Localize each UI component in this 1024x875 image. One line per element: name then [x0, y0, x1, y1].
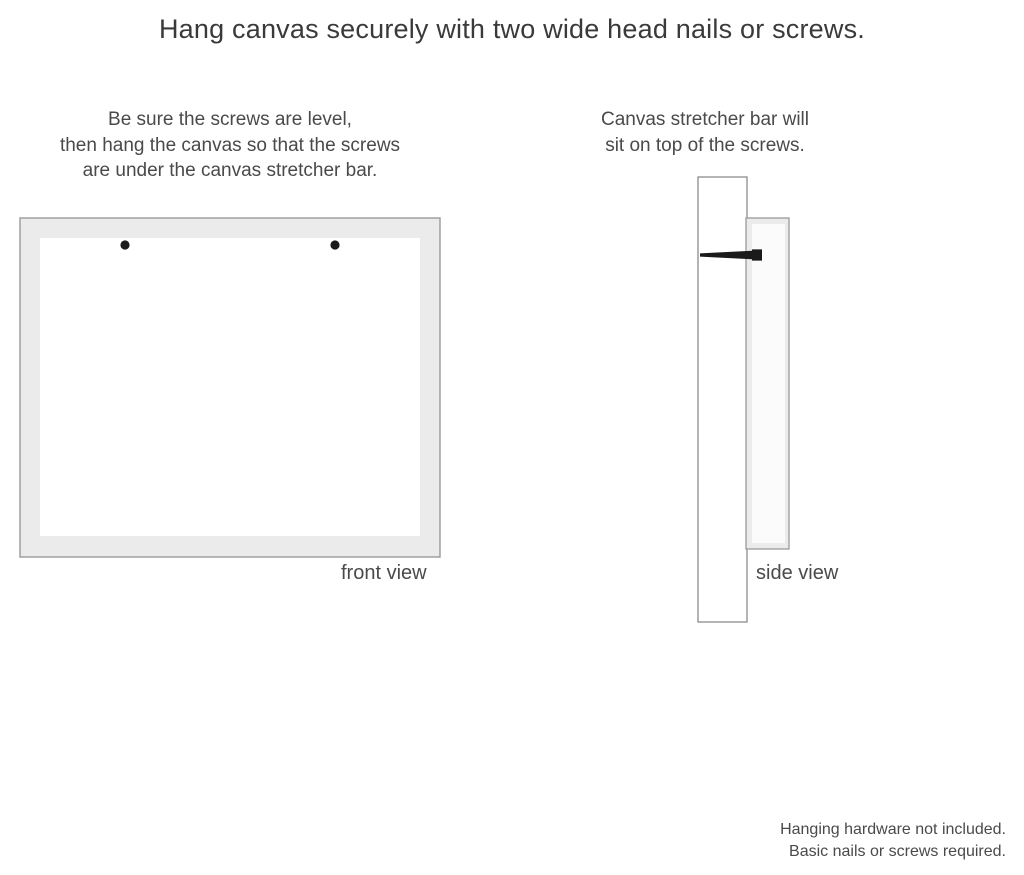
disclaimer-line-2: Basic nails or screws required. — [789, 843, 1006, 860]
front-view-caption-line-1: Be sure the screws are level, — [108, 109, 352, 130]
side-view-caption-line-1: Canvas stretcher bar will — [600, 109, 810, 130]
disclaimer-note: Hanging hardware not included. Basic nai… — [780, 819, 1006, 863]
front-view-label: front view — [341, 562, 427, 584]
left-screw-head-icon — [120, 240, 130, 250]
page-title: Hang canvas securely with two wide head … — [158, 14, 865, 44]
side-view-caption: Canvas stretcher bar will sit on top of … — [560, 107, 850, 158]
canvas-face — [40, 238, 420, 536]
stretcher-bar-inner-face — [752, 224, 785, 543]
wall-profile — [697, 176, 748, 623]
front-view-caption: Be sure the screws are level, then hang … — [20, 107, 440, 184]
front-view-caption-line-2: then hang the canvas so that the screws — [59, 134, 401, 156]
front-view-caption-line-3: are under the canvas stretcher bar. — [82, 160, 378, 181]
disclaimer-line-1: Hanging hardware not included. — [780, 821, 1006, 838]
side-view-illustration — [697, 176, 790, 623]
right-screw-head-icon — [330, 240, 340, 250]
side-view-label: side view — [756, 562, 839, 584]
screw-side-icon — [700, 249, 762, 261]
side-view-caption-line-2: sit on top of the screws. — [605, 134, 805, 156]
front-view-illustration — [19, 217, 441, 558]
